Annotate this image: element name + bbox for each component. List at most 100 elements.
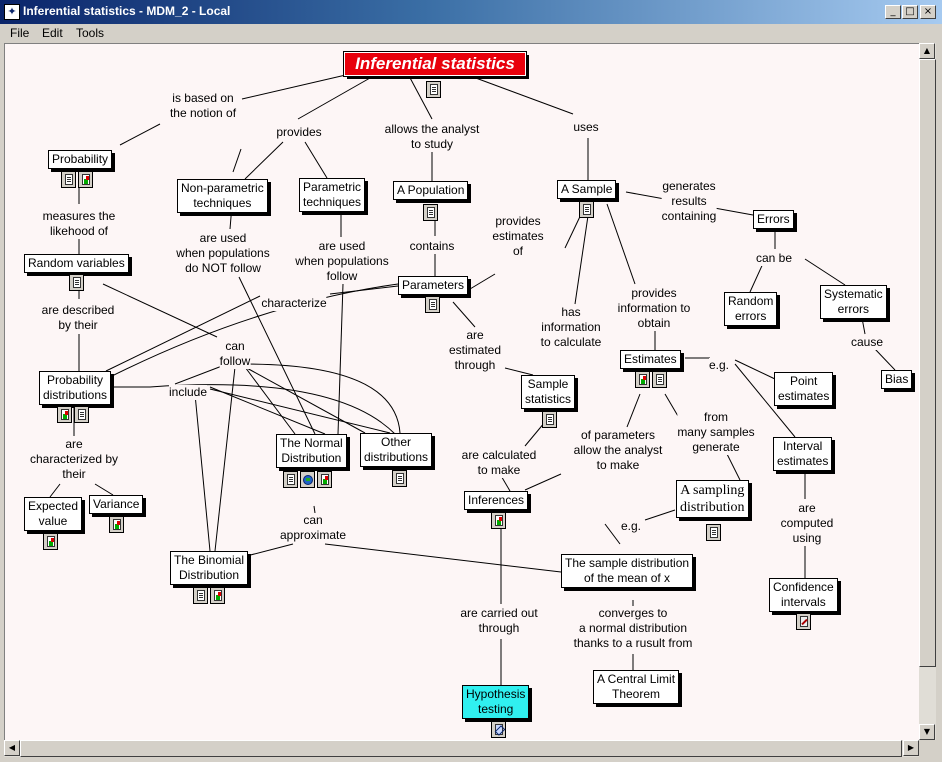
menu-file[interactable]: File <box>10 26 30 40</box>
concept-sample-statistics[interactable]: Sample statistics <box>521 375 576 409</box>
concept-probability-distributions[interactable]: Probability distributions <box>39 371 112 405</box>
horizontal-scrollbar[interactable]: ◀ ▶ <box>4 740 919 757</box>
link-eg-sample-mean[interactable]: e.g. <box>620 519 642 534</box>
concept-inferential-statistics[interactable]: Inferential statistics <box>343 51 527 77</box>
link-line <box>102 283 218 338</box>
link-of-parameters[interactable]: of parameters allow the analyst to make <box>573 428 663 473</box>
link-is-based-on[interactable]: is based on the notion of <box>169 91 237 121</box>
concept-random-variables[interactable]: Random variables <box>24 254 129 273</box>
doc-icon[interactable] <box>426 81 441 98</box>
vertical-scroll-thumb[interactable] <box>919 59 936 667</box>
link-line <box>606 203 636 285</box>
link-used-not-follow[interactable]: are used when populations do NOT follow <box>176 231 270 276</box>
concept-confidence-intervals[interactable]: Confidence intervals <box>769 578 838 612</box>
doc-icon[interactable] <box>706 524 721 541</box>
concept-point-estimates[interactable]: Point estimates <box>774 372 834 406</box>
image-icon[interactable] <box>317 471 332 488</box>
link-uses[interactable]: uses <box>573 120 599 135</box>
doc-icon[interactable] <box>652 371 667 388</box>
image-icon[interactable] <box>210 587 225 604</box>
scroll-left-arrow-icon[interactable]: ◀ <box>4 740 20 756</box>
link-generates-results[interactable]: generates results containing <box>661 179 717 224</box>
link-provides[interactable]: provides <box>276 125 322 140</box>
link-used-follow[interactable]: are used when populations follow <box>295 239 389 284</box>
doc-icon[interactable] <box>193 587 208 604</box>
image-icon[interactable] <box>43 533 58 550</box>
doc-icon[interactable] <box>425 296 440 313</box>
link-can-be[interactable]: can be <box>755 251 793 266</box>
cmap-app-icon[interactable]: ✦ <box>4 4 20 20</box>
concept-parametric-techniques[interactable]: Parametric techniques <box>299 178 366 212</box>
concept-errors[interactable]: Errors <box>753 210 794 229</box>
link-can-follow[interactable]: can follow <box>219 339 251 369</box>
concept-expected-value[interactable]: Expected value <box>24 497 83 531</box>
concept-random-errors[interactable]: Random errors <box>724 292 778 326</box>
concept-a-sample[interactable]: A Sample <box>557 180 617 199</box>
concept-probability[interactable]: Probability <box>48 150 113 169</box>
scroll-down-arrow-icon[interactable]: ▼ <box>919 724 935 740</box>
concept-non-parametric-techniques[interactable]: Non-parametric techniques <box>177 179 268 213</box>
close-button[interactable]: × <box>920 5 936 19</box>
link-measures[interactable]: measures the likehood of <box>42 209 116 239</box>
image-icon[interactable] <box>57 406 72 423</box>
image-icon[interactable] <box>78 171 93 188</box>
concept-interval-estimates[interactable]: Interval estimates <box>773 437 833 471</box>
image-icon[interactable] <box>109 516 124 533</box>
doc-icon[interactable] <box>423 204 438 221</box>
concept-sampling-distribution[interactable]: A sampling distribution <box>676 480 749 518</box>
concept-other-distributions[interactable]: Other distributions <box>360 433 433 467</box>
link-estimated-through[interactable]: are estimated through <box>448 328 502 373</box>
doc-icon[interactable] <box>542 411 557 428</box>
link-eg-point[interactable]: e.g. <box>708 358 730 373</box>
link-has-information[interactable]: has information to calculate <box>540 305 602 350</box>
link-carried-out[interactable]: are carried out through <box>460 606 538 636</box>
link-provides-information[interactable]: provides information to obtain <box>617 286 691 331</box>
link-from-many-samples[interactable]: from many samples generate <box>677 410 755 455</box>
image-icon[interactable] <box>635 371 650 388</box>
concept-hypothesis-testing[interactable]: Hypothesis testing <box>462 685 530 719</box>
web-icon[interactable] <box>300 471 315 488</box>
doc-icon[interactable] <box>283 471 298 488</box>
doc-icon[interactable] <box>61 171 76 188</box>
link-converges[interactable]: converges to a normal distribution thank… <box>573 606 693 651</box>
link-contains[interactable]: contains <box>409 239 455 254</box>
link-described-by[interactable]: are described by their <box>41 303 115 333</box>
concept-systematic-errors[interactable]: Systematic errors <box>820 285 887 319</box>
concept-binomial-distribution[interactable]: The Binomial Distribution <box>170 551 249 585</box>
vertical-scrollbar[interactable]: ▲ ▼ <box>919 43 936 740</box>
link-allows-analyst[interactable]: allows the analyst to study <box>384 122 480 152</box>
cmap-icon[interactable] <box>491 721 506 738</box>
concept-normal-distribution[interactable]: The Normal Distribution <box>276 434 347 468</box>
scroll-up-arrow-icon[interactable]: ▲ <box>919 43 935 59</box>
link-cause[interactable]: cause <box>850 335 884 350</box>
link-calculated-to-make[interactable]: are calculated to make <box>461 448 537 478</box>
link-lines <box>39 73 896 685</box>
link-characterize[interactable]: characterize <box>261 296 327 311</box>
image-icon[interactable] <box>491 512 506 529</box>
link-characterized-by[interactable]: are characterized by their <box>29 437 119 482</box>
link-include[interactable]: include <box>168 385 208 400</box>
menu-tools[interactable]: Tools <box>76 26 105 40</box>
concept-estimates[interactable]: Estimates <box>620 350 681 369</box>
minimize-button[interactable]: _ <box>885 5 901 19</box>
concept-sample-distribution-mean[interactable]: The sample distribution of the mean of x <box>561 554 694 588</box>
horizontal-scroll-thumb[interactable] <box>20 740 902 757</box>
concept-variance[interactable]: Variance <box>89 495 144 514</box>
link-can-approximate[interactable]: can approximate <box>279 513 347 543</box>
concept-inferences[interactable]: Inferences <box>464 491 529 510</box>
maximize-button[interactable]: □ <box>902 5 918 19</box>
concept-central-limit-theorem[interactable]: A Central Limit Theorem <box>593 670 680 704</box>
concept-bias[interactable]: Bias <box>881 370 913 389</box>
doc-icon[interactable] <box>74 406 89 423</box>
concept-parameters[interactable]: Parameters <box>398 276 469 295</box>
doc-icon[interactable] <box>392 470 407 487</box>
concept-a-population[interactable]: A Population <box>393 181 469 200</box>
doc-icon[interactable] <box>579 201 594 218</box>
menu-edit[interactable]: Edit <box>42 26 63 40</box>
concept-map-canvas[interactable]: Inferential statistics Probability Rando… <box>4 43 919 740</box>
scroll-right-arrow-icon[interactable]: ▶ <box>903 740 919 756</box>
link-computed-using[interactable]: are computed using <box>780 501 834 546</box>
tool-icon[interactable] <box>796 613 811 630</box>
link-provides-estimates[interactable]: provides estimates of <box>492 214 544 259</box>
doc-icon[interactable] <box>69 274 84 291</box>
